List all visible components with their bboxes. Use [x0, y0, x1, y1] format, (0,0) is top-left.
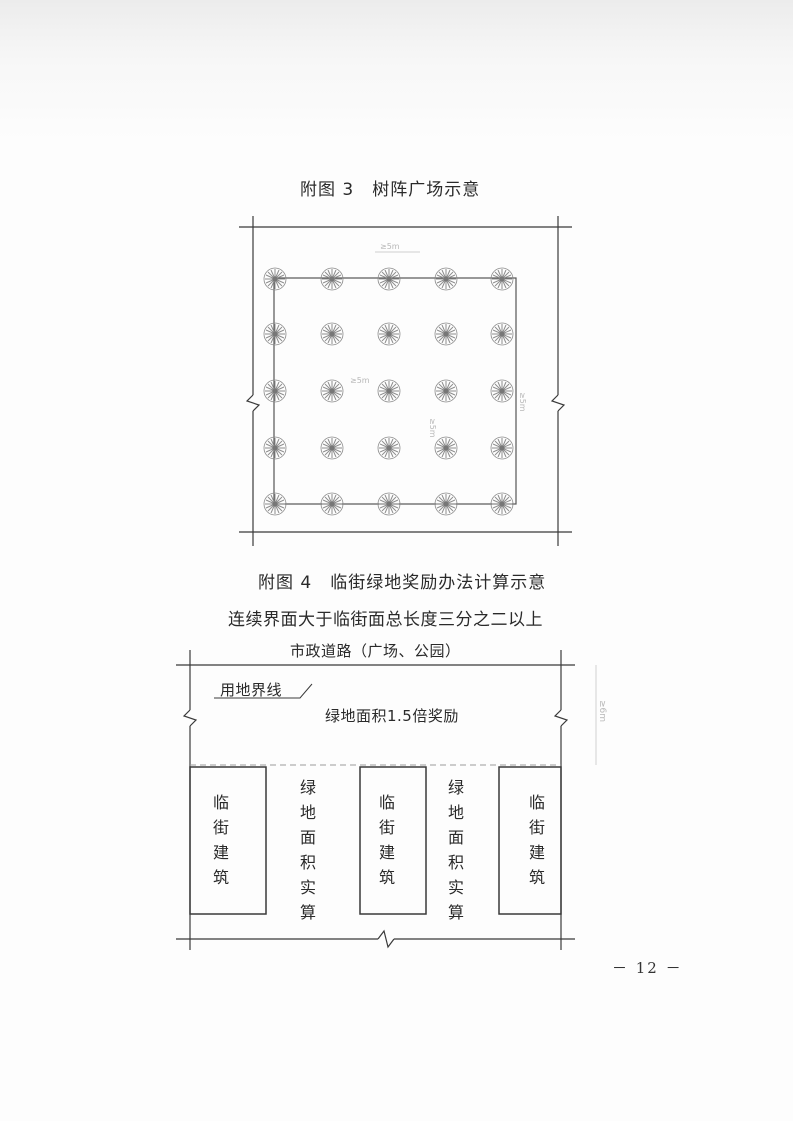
- svg-text:≥5m: ≥5m: [350, 376, 370, 385]
- road-label: 市政道路（广场、公园）: [290, 642, 461, 660]
- building-box: [359, 766, 427, 915]
- distance-annotation: ≥6m: [595, 665, 607, 765]
- page-number: － 12 －: [612, 959, 683, 977]
- building-label: 临 街 建 筑: [378, 793, 395, 887]
- building-label: 临 街 建 筑: [212, 793, 229, 887]
- figure-3-title: 附图 3 树阵广场示意: [300, 180, 481, 200]
- bottom-boundary: [176, 929, 575, 949]
- green-area-label: 绿 地 面 积 实 算: [447, 778, 464, 922]
- svg-text:≥5m: ≥5m: [380, 242, 400, 251]
- building-box: [498, 766, 562, 915]
- svg-text:≥5m: ≥5m: [428, 418, 437, 438]
- green-area-label: 绿 地 面 积 实 算: [299, 778, 316, 922]
- site-boundary: [239, 216, 572, 546]
- frontage-requirement-text: 连续界面大于临街面总长度三分之二以上: [228, 610, 543, 630]
- tree-array-plaza-diagram: ≥5m ≥5m ≥5m ≥5m: [239, 216, 572, 546]
- svg-text:≥5m: ≥5m: [518, 392, 527, 412]
- figure-4-title: 附图 4 临街绿地奖励办法计算示意: [258, 573, 547, 593]
- street-greenspace-bonus-diagram: ≥6m: [176, 650, 607, 950]
- building-box: [189, 766, 267, 915]
- svg-text:≥6m: ≥6m: [597, 700, 607, 722]
- spacing-annotations: ≥5m ≥5m ≥5m ≥5m: [350, 242, 527, 438]
- building-label: 临 街 建 筑: [528, 793, 545, 887]
- green-bonus-label: 绿地面积1.5倍奖励: [325, 707, 459, 725]
- land-boundary-label: 用地界线: [220, 681, 283, 699]
- boundary-leader-line: [214, 683, 313, 699]
